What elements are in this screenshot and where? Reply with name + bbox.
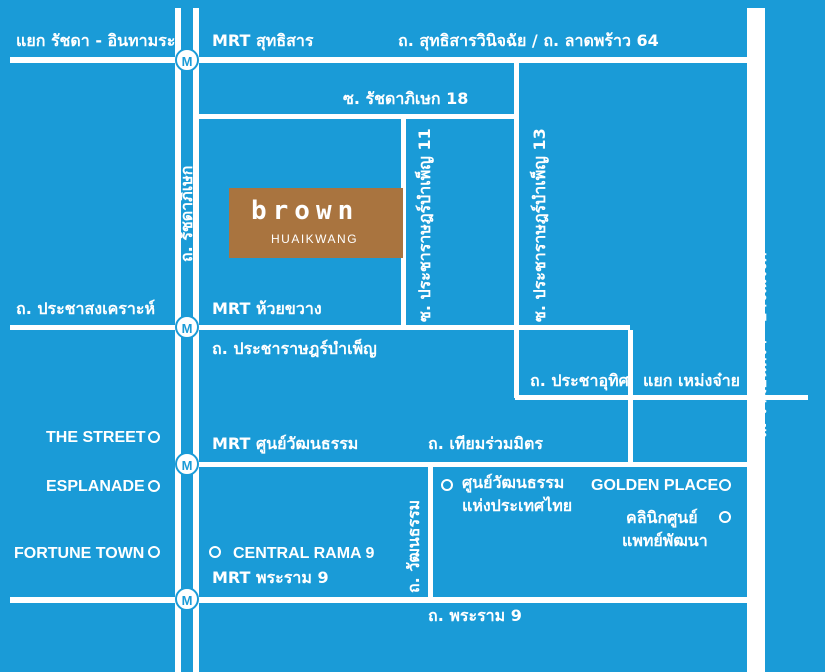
brown-huaikwang-logo: brown HUAIKWANG [229, 188, 403, 258]
soi-ratchada-18-label: ซ. รัชดาภิเษก 18 [343, 89, 469, 108]
mrt-huai-khwang-label: MRT ห้วยขวาง [212, 299, 322, 318]
soi-ratchada-18-road [199, 114, 517, 119]
mrt-cultural-center-label: MRT ศูนย์วัฒนธรรม [212, 434, 359, 453]
the-street-marker-icon [148, 431, 160, 443]
golden-place-label: GOLDEN PLACE [591, 477, 719, 494]
central-rama9-marker-icon [209, 546, 221, 558]
the-street-label: THE STREET [46, 429, 146, 446]
soi-pracharat-11-label: ซ. ประชาราษฎร์บำเพ็ญ 11 [415, 128, 434, 322]
thiam-ruam-mit-road [199, 462, 747, 467]
watthanatham-road [428, 467, 433, 597]
yaek-ratchada-inthamara-label: แยก รัชดา - อินทามระ [16, 31, 176, 50]
soi-pracharat-11-road [401, 119, 406, 325]
logo-wordmark: brown [251, 196, 360, 226]
rama9-road-label: ถ. พระราม 9 [428, 606, 522, 625]
esplanade-label: ESPLANADE [46, 478, 145, 495]
fortune-town-label: FORTUNE TOWN [14, 545, 145, 562]
sutthisan-road [10, 57, 747, 63]
yaek-muang-chai-label: แยก เหม่งจ๋าย [643, 371, 741, 390]
pracha-songkhro-label: ถ. ประชาสงเคราะห์ [16, 299, 155, 318]
ratchadaphisek-road-label: ถ. รัชดาภิเษก [177, 165, 196, 262]
soi-pracharat-13-road [514, 63, 519, 398]
logo-subtitle: HUAIKWANG [271, 232, 359, 246]
thiam-ruam-mit-label: ถ. เทียมร่วมมิตร [428, 434, 543, 453]
cultural-center-label-line2: แห่งประเทศไทย [462, 496, 573, 515]
mrt-sutthisan-label: MRT สุทธิสาร [212, 31, 314, 50]
pracharat-bamphen-label: ถ. ประชาราษฎร์บำเพ็ญ [212, 339, 377, 358]
ratchadaphisek-road-east [193, 8, 199, 672]
pracha-songkhro-road [10, 325, 175, 330]
mrt-station-icon: M [175, 452, 199, 476]
ram-inthra-road [747, 8, 765, 672]
cultural-center-label-line1: ศูนย์วัฒนธรรม [462, 473, 565, 492]
ram-inthra-road-label: ถ. รามอินทรา - อาจณรงค์ [751, 252, 770, 438]
rama9-road [10, 597, 747, 603]
central-rama9-label: CENTRAL RAMA 9 [233, 545, 375, 562]
cultural-center-marker-icon [441, 479, 453, 491]
clinic-label-line1: คลินิกศูนย์ [626, 508, 698, 527]
golden-place-marker-icon [719, 479, 731, 491]
soi-pracharat-13-label: ซ. ประชาราษฎร์บำเพ็ญ 13 [530, 128, 549, 322]
pracharat-bamphen-road [199, 325, 630, 330]
watthanatham-road-label: ถ. วัฒนธรรม [404, 499, 423, 593]
mrt-rama9-label: MRT พระราม 9 [212, 568, 329, 587]
muang-chai-road [628, 330, 633, 467]
fortune-town-marker-icon [148, 546, 160, 558]
sutthisan-road-label: ถ. สุทธิสารวินิจฉัย / ถ. ลาดพร้าว 64 [398, 31, 659, 50]
pracha-uthit-road [515, 395, 808, 400]
mrt-station-icon: M [175, 587, 199, 611]
esplanade-marker-icon [148, 480, 160, 492]
ratchadaphisek-road-west [175, 8, 181, 672]
mrt-station-icon: M [175, 315, 199, 339]
mrt-station-icon: M [175, 48, 199, 72]
pracha-uthit-label: ถ. ประชาอุทิศ [530, 371, 629, 390]
clinic-label-line2: แพทย์พัฒนา [622, 531, 708, 550]
clinic-marker-icon [719, 511, 731, 523]
